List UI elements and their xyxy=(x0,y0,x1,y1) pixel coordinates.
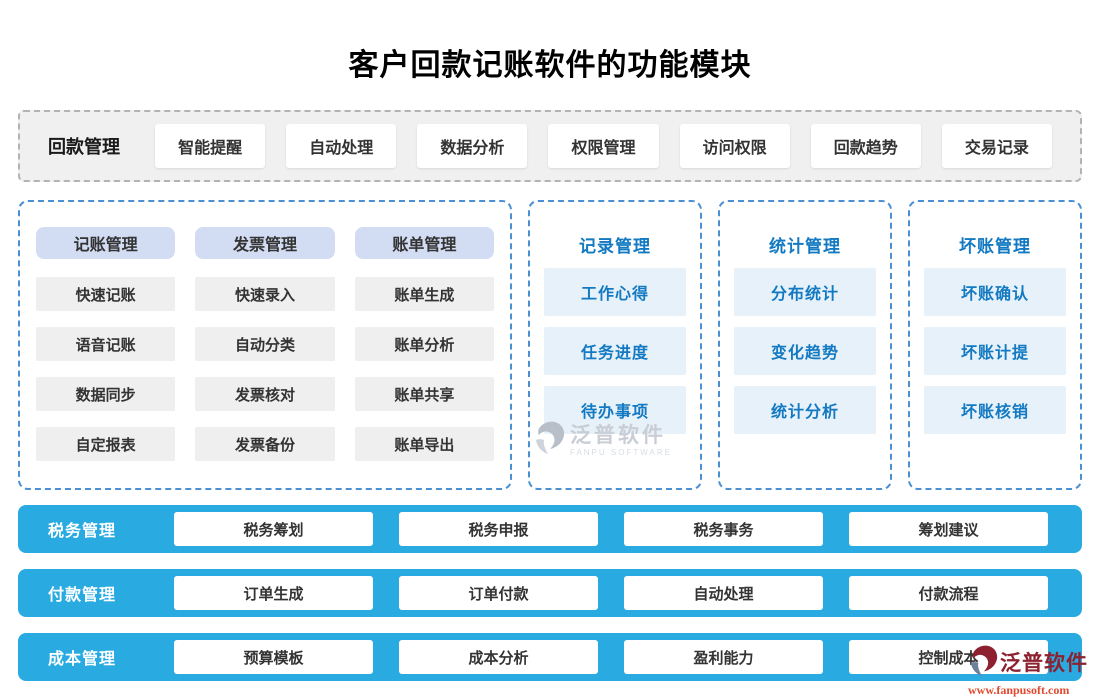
module-chip: 待办事项 xyxy=(544,386,686,434)
huikuan-management-group: 回款管理 智能提醒 自动处理 数据分析 权限管理 访问权限 回款趋势 交易记录 xyxy=(18,110,1082,182)
page-title: 客户回款记账软件的功能模块 xyxy=(348,49,752,82)
module-chip: 自动处理 xyxy=(286,124,397,168)
module-chip: 回款趋势 xyxy=(810,124,921,168)
group-label-huikuan: 回款管理 xyxy=(48,137,120,157)
module-chip: 变化趋势 xyxy=(734,327,876,375)
module-chip: 自动处理 xyxy=(624,576,823,610)
panel-header: 记录管理 xyxy=(579,237,651,256)
module-chip: 坏账核销 xyxy=(924,386,1066,434)
column-header-chip: 账单管理 xyxy=(354,227,494,259)
module-chip: 控制成本 xyxy=(849,640,1048,674)
module-chip: 工作心得 xyxy=(544,268,686,316)
module-chip: 语音记账 xyxy=(36,327,176,361)
module-chip: 税务申报 xyxy=(399,512,598,546)
module-chip: 订单付款 xyxy=(399,576,598,610)
module-chip: 快速记账 xyxy=(36,277,176,311)
module-chip: 账单分析 xyxy=(354,327,494,361)
module-chip: 坏账计提 xyxy=(924,327,1066,375)
module-chip: 数据分析 xyxy=(417,124,528,168)
module-chip: 任务进度 xyxy=(544,327,686,375)
module-chip: 税务事务 xyxy=(624,512,823,546)
column-header-chip: 记账管理 xyxy=(36,227,176,259)
module-chip: 预算模板 xyxy=(174,640,373,674)
module-chip: 发票备份 xyxy=(195,427,335,461)
tax-management-bar: 税务管理 税务筹划 税务申报 税务事务 筹划建议 xyxy=(18,505,1082,553)
panel-header: 坏账管理 xyxy=(959,237,1031,256)
module-chip: 快速录入 xyxy=(195,277,335,311)
module-chip: 数据同步 xyxy=(36,377,176,411)
record-management-panel: 记录管理 工作心得 任务进度 待办事项 xyxy=(528,200,702,490)
module-chip: 成本分析 xyxy=(399,640,598,674)
statistics-management-panel: 统计管理 分布统计 变化趋势 统计分析 xyxy=(718,200,892,490)
module-chip: 权限管理 xyxy=(548,124,659,168)
middle-section: 记账管理 发票管理 账单管理 快速记账 快速录入 账单生成 语音记账 自动分类 … xyxy=(18,200,1082,490)
baddebt-management-panel: 坏账管理 坏账确认 坏账计提 坏账核销 xyxy=(908,200,1082,490)
module-chip: 发票核对 xyxy=(195,377,335,411)
accounting-invoice-bill-group: 记账管理 发票管理 账单管理 快速记账 快速录入 账单生成 语音记账 自动分类 … xyxy=(18,200,512,490)
module-chip: 付款流程 xyxy=(849,576,1048,610)
module-chip: 税务筹划 xyxy=(174,512,373,546)
payment-management-bar: 付款管理 订单生成 订单付款 自动处理 付款流程 xyxy=(18,569,1082,617)
bar-label: 付款管理 xyxy=(48,587,117,604)
bar-label: 税务管理 xyxy=(48,523,117,540)
module-chip: 访问权限 xyxy=(679,124,790,168)
watermark-url: www.fanpusoft.com xyxy=(968,683,1070,697)
module-chip: 统计分析 xyxy=(734,386,876,434)
bar-label: 成本管理 xyxy=(48,651,117,668)
panel-header: 统计管理 xyxy=(769,237,841,256)
column-header-chip: 发票管理 xyxy=(195,227,335,259)
module-chip: 筹划建议 xyxy=(849,512,1048,546)
module-chip: 订单生成 xyxy=(174,576,373,610)
module-chip: 智能提醒 xyxy=(155,124,266,168)
module-chip: 交易记录 xyxy=(941,124,1052,168)
module-chip: 坏账确认 xyxy=(924,268,1066,316)
module-chip: 账单共享 xyxy=(354,377,494,411)
module-chip: 盈利能力 xyxy=(624,640,823,674)
module-chip: 分布统计 xyxy=(734,268,876,316)
module-chip: 账单导出 xyxy=(354,427,494,461)
module-chip: 自动分类 xyxy=(195,327,335,361)
module-chip: 账单生成 xyxy=(354,277,494,311)
cost-management-bar: 成本管理 预算模板 成本分析 盈利能力 控制成本 xyxy=(18,633,1082,681)
module-chip: 自定报表 xyxy=(36,427,176,461)
